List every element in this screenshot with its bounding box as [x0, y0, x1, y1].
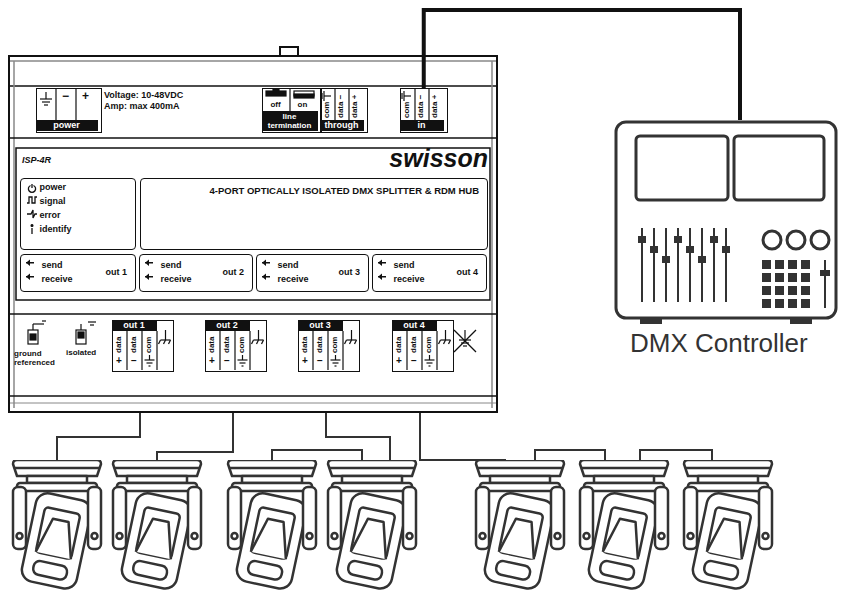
pin-label: com — [145, 336, 153, 352]
brand-logo: swisson — [389, 146, 488, 171]
output-terminal: out 3datadatacom+− — [298, 320, 360, 372]
no-ground-symbol — [454, 330, 476, 352]
led-label: error — [40, 211, 61, 220]
port-name: out 3 — [298, 320, 343, 331]
splitter-housing: −+poweroffonline terminationcomdata −dat… — [8, 55, 498, 413]
model-name: ISP-4R — [22, 156, 51, 165]
pin-label: data — [115, 336, 123, 352]
moving-head-fixtures — [13, 460, 772, 591]
polarity-sign: + — [79, 90, 93, 102]
pin-label: data — [395, 336, 403, 352]
status-led-panel: power signal error identify — [20, 178, 136, 250]
led-label: send — [42, 261, 63, 270]
pin-label: com — [238, 336, 246, 352]
port-name: out 2 — [205, 320, 250, 331]
led-label: receive — [394, 275, 425, 284]
pin-label: data — [316, 336, 324, 352]
led-label: receive — [278, 275, 309, 284]
pin-label: data + — [431, 94, 439, 117]
pin-label: com — [425, 336, 433, 352]
pin-label: data — [410, 336, 418, 352]
pin-label: com — [331, 336, 339, 352]
terminal-details — [40, 88, 429, 121]
polarity-sign: + — [298, 356, 313, 366]
port-name: out 1 — [106, 268, 128, 277]
pin-label: data — [208, 336, 216, 352]
switch-label: ground referenced — [14, 349, 66, 367]
terminal-title: through — [320, 120, 364, 131]
send-receive-arrows — [26, 260, 386, 281]
pin-label: com — [403, 101, 411, 117]
status-icons — [27, 184, 37, 234]
power-terminal: −+ power — [36, 88, 102, 133]
port-name: out 3 — [339, 268, 361, 277]
dmx-cable — [424, 10, 740, 120]
led-label: receive — [42, 275, 73, 284]
controller-label: DMX Controller — [630, 330, 808, 356]
led-label: receive — [161, 275, 192, 284]
terminal-title: in — [400, 120, 444, 131]
termination-switch: offon line termination — [262, 88, 322, 133]
led-label: send — [278, 261, 299, 270]
led-label: signal — [40, 197, 66, 206]
polarity-sign: + — [392, 356, 407, 366]
pin-label: data — [223, 336, 231, 352]
splitter-housing — [8, 47, 498, 413]
pin-label: data — [130, 336, 138, 352]
dmx-controller: DMX Controller — [612, 120, 840, 370]
output-terminal: out 2datadatacom+− — [205, 320, 267, 372]
switch-label: isolated — [66, 349, 96, 357]
controller-icon — [616, 122, 836, 324]
title-panel: 4-PORT OPTICALLY ISOLATED DMX SPLITTER &… — [140, 178, 488, 250]
port-name: out 4 — [457, 268, 479, 277]
switch-position: on — [291, 101, 315, 109]
led-label: identify — [40, 225, 72, 234]
through-terminal: com data − data + through — [320, 88, 368, 133]
spec-text: Voltage: 10-48VDC — [104, 91, 183, 100]
output-terminal: out 4datadatacom+− — [392, 320, 454, 372]
output-terminal: out 1datadatacom+− — [112, 320, 174, 372]
terminal-title: power — [36, 120, 98, 131]
switch-position: off — [264, 101, 288, 109]
spec-text: Amp: max 400mA — [104, 102, 180, 111]
led-label: send — [394, 261, 415, 270]
port-led-panel: send receive out 1 — [20, 254, 136, 292]
product-title: 4-PORT OPTICALLY ISOLATED DMX SPLITTER &… — [209, 186, 479, 196]
polarity-sign: + — [112, 356, 127, 366]
pin-label: data + — [351, 94, 359, 117]
port-name: out 4 — [392, 320, 437, 331]
pin-label: com — [323, 101, 331, 117]
pin-label: data − — [417, 94, 425, 117]
port-name: out 2 — [223, 268, 245, 277]
led-label: send — [161, 261, 182, 270]
pin-label: data — [301, 336, 309, 352]
terminal-symbols — [127, 330, 451, 370]
polarity-sign: − — [220, 356, 235, 366]
input-terminal: com data − data + in — [400, 88, 448, 133]
polarity-sign: + — [205, 356, 220, 366]
polarity-sign: − — [313, 356, 328, 366]
ground-switch-icons — [28, 321, 96, 344]
pin-label: data − — [337, 94, 345, 117]
port-led-panel: send receive out 2 — [139, 254, 253, 292]
polarity-sign: − — [127, 356, 142, 366]
port-name: out 1 — [112, 320, 157, 331]
port-led-panel: send receive out 4 — [372, 254, 487, 292]
dmx-wires — [57, 413, 712, 462]
polarity-sign: − — [407, 356, 422, 366]
terminal-title: line termination — [262, 111, 318, 132]
port-led-panel: send receive out 3 — [256, 254, 369, 292]
polarity-sign: − — [59, 90, 73, 102]
led-label: power — [40, 183, 67, 192]
